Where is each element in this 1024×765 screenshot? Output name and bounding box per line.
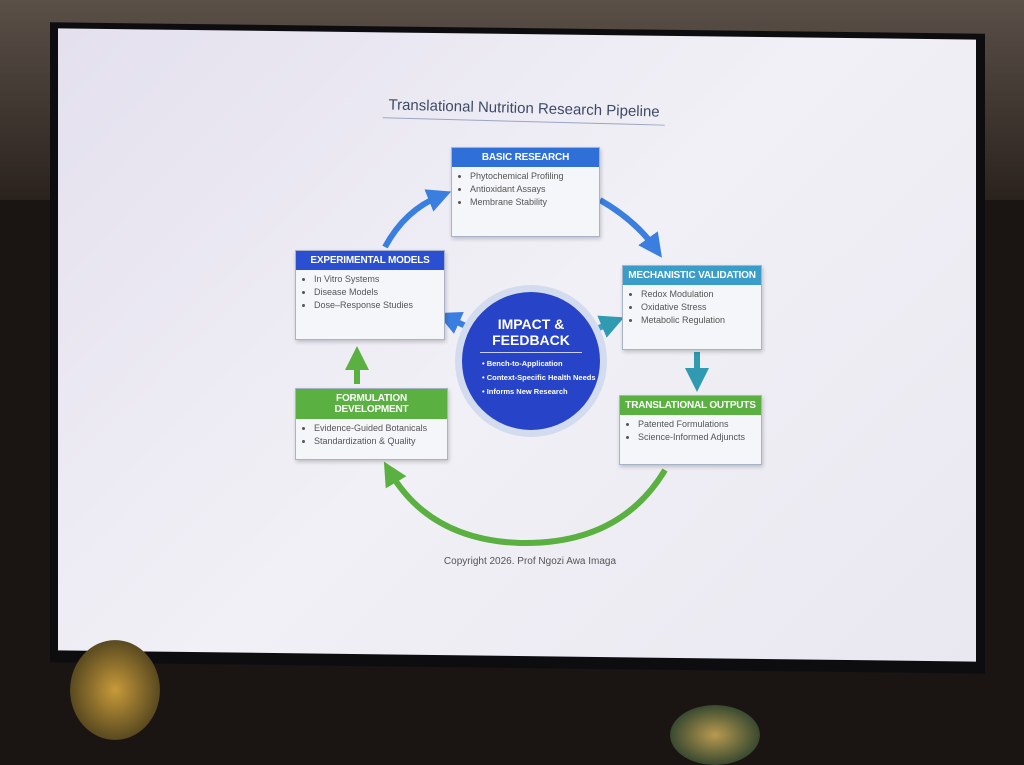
stage-mechanistic-validation: MECHANISTIC VALIDATION Redox ModulationO… — [622, 265, 762, 350]
stage-item: Membrane Stability — [470, 197, 599, 207]
stage-title: EXPERIMENTAL MODELS — [296, 251, 444, 270]
hub-item-text: Bench-to-Application — [486, 359, 563, 368]
stage-item: Antioxidant Assays — [470, 184, 599, 194]
impact-feedback-hub: IMPACT &FEEDBACK • Bench-to-Application •… — [462, 292, 600, 430]
stage-title: TRANSLATIONAL OUTPUTS — [620, 396, 761, 415]
stage-title: FORMULATION DEVELOPMENT — [296, 389, 447, 419]
hub-title-line1: IMPACT & — [497, 316, 565, 332]
hub-item: • Bench-to-Application — [482, 359, 563, 368]
stage-item: Standardization & Quality — [314, 436, 447, 446]
hub-title-line2: FEEDBACK — [492, 332, 570, 348]
stage-translational-outputs: TRANSLATIONAL OUTPUTS Patented Formulati… — [619, 395, 762, 465]
stage-item: Science-Informed Adjuncts — [638, 432, 761, 442]
cycle-arrows — [345, 189, 709, 547]
hub-item: • Informs New Research — [482, 387, 568, 396]
hub-item: • Context-Specific Health Needs — [482, 373, 596, 382]
stage-item: Dose–Response Studies — [314, 300, 444, 310]
stage-formulation-development: FORMULATION DEVELOPMENT Evidence-Guided … — [295, 388, 448, 460]
stage-item: Patented Formulations — [638, 419, 761, 429]
hub-item-text: Informs New Research — [486, 387, 568, 396]
flower-decoration — [670, 705, 760, 765]
hub-item-text: Context-Specific Health Needs — [486, 373, 596, 382]
arrow-experimental-to-basic — [382, 189, 452, 249]
stage-item: Redox Modulation — [641, 289, 761, 299]
arrow-center-to-mechanistic — [592, 315, 625, 338]
stage-item: Disease Models — [314, 287, 444, 297]
stage-item: Oxidative Stress — [641, 302, 761, 312]
copyright-text: Copyright 2026. Prof Ngozi Awa Imaga — [443, 556, 617, 567]
stage-item: In Vitro Systems — [314, 274, 444, 284]
arrow-basic-to-mechanistic — [598, 197, 662, 258]
stage-title: BASIC RESEARCH — [452, 148, 599, 167]
stage-basic-research: BASIC RESEARCH Phytochemical ProfilingAn… — [451, 147, 600, 237]
stage-title: MECHANISTIC VALIDATION — [623, 266, 761, 285]
stage-item: Evidence-Guided Botanicals — [314, 423, 447, 433]
arrow-translational-to-formulation — [383, 461, 668, 547]
stage-experimental-models: EXPERIMENTAL MODELS In Vitro SystemsDise… — [295, 250, 445, 340]
arrow-center-to-experimental — [437, 311, 470, 334]
stage-item: Metabolic Regulation — [641, 315, 761, 325]
hub-title: IMPACT &FEEDBACK — [480, 316, 582, 353]
flower-decoration — [70, 640, 160, 740]
stage-item: Phytochemical Profiling — [470, 171, 599, 181]
